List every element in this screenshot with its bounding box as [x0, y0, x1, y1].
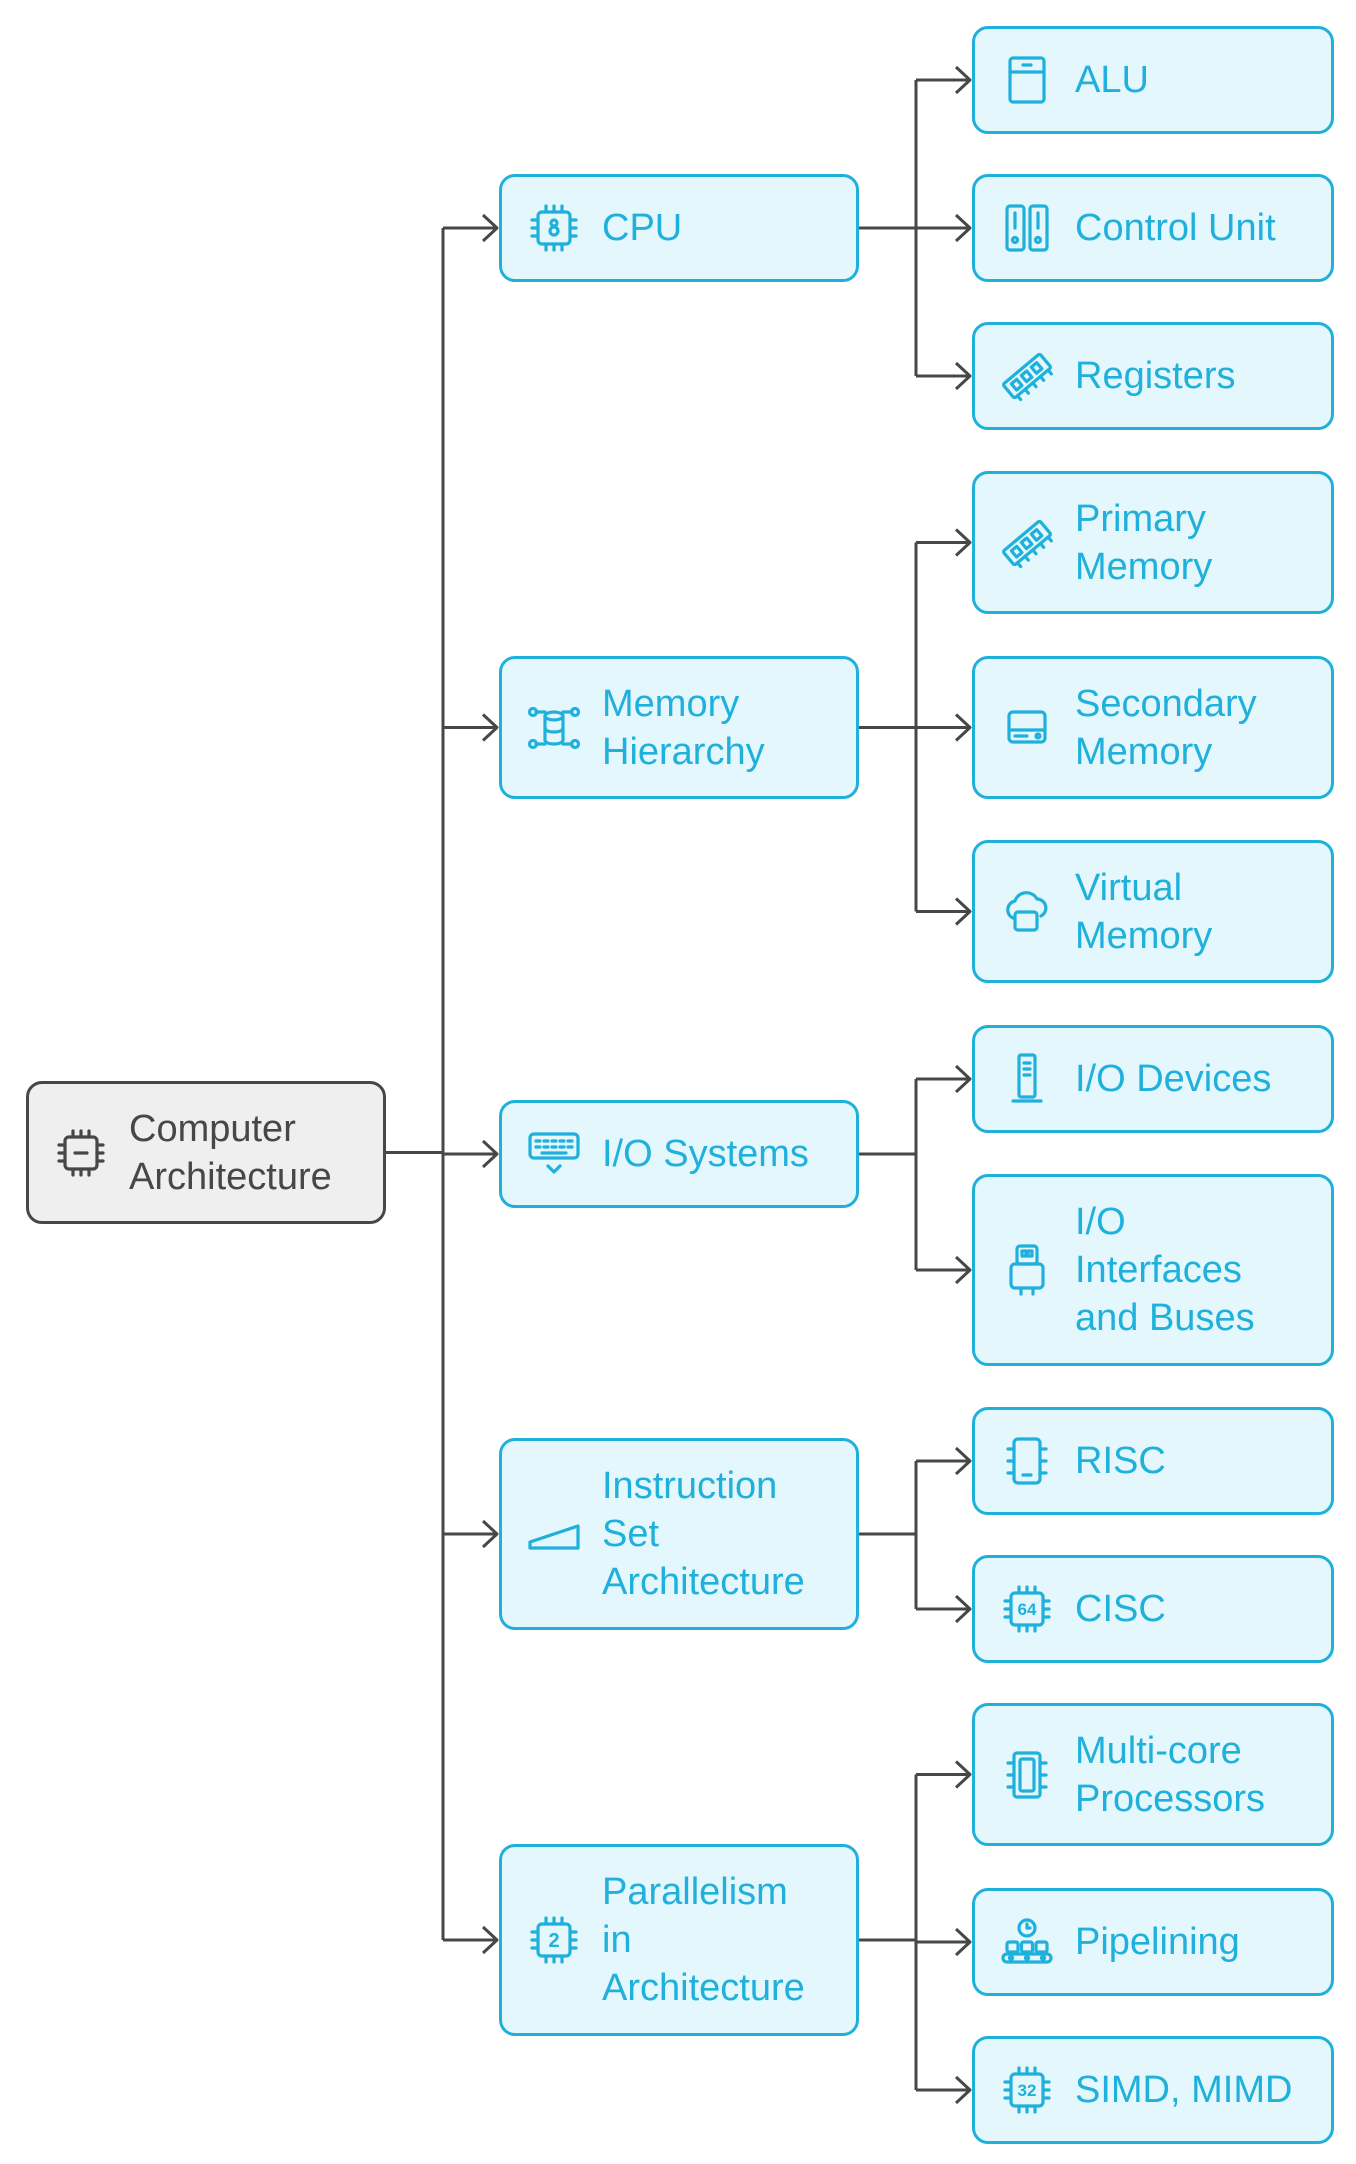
leaf-control-unit: Control Unit — [972, 174, 1334, 282]
usb-icon — [997, 1240, 1057, 1300]
leaf-i-o-devices: I/O Devices — [972, 1025, 1334, 1133]
leaf-primary-memory: Primary Memory — [972, 471, 1334, 614]
arrow-head — [481, 1925, 499, 1955]
root-node: Computer Architecture — [26, 1081, 386, 1224]
arrow-head — [954, 1064, 972, 1094]
chip-2-icon: 2 — [524, 1910, 584, 1970]
cabinet-icon — [997, 50, 1057, 110]
hard-drive-icon — [997, 698, 1057, 758]
category-instruction-set-architecture: Instruction Set Architecture — [499, 1438, 859, 1630]
leaf-alu-label: ALU — [1075, 59, 1149, 101]
svg-text:32: 32 — [1018, 2081, 1037, 2100]
arrow-head — [954, 2075, 972, 2105]
root-node-label: Computer Architecture — [129, 1107, 332, 1198]
arrow-head — [954, 1255, 972, 1285]
tower-icon — [997, 1049, 1057, 1109]
leaf-secondary-memory: Secondary Memory — [972, 656, 1334, 799]
leaf-virtual-memory-label: Virtual Memory — [1075, 866, 1213, 957]
leaf-control-unit-label: Control Unit — [1075, 207, 1276, 249]
leaf-registers-label: Registers — [1075, 355, 1236, 397]
chip-32-icon: 32 — [997, 2060, 1057, 2120]
arrow-head — [954, 1927, 972, 1957]
conveyor-icon — [997, 1912, 1057, 1972]
arrow-head — [954, 1594, 972, 1624]
chip-icon — [51, 1123, 111, 1183]
leaf-simd-mimd-label: SIMD, MIMD — [1075, 2069, 1293, 2111]
category-parallelism-in-architecture-label: Parallelism in Architecture — [602, 1871, 805, 2009]
arrow-head — [481, 1519, 499, 1549]
memory-stick-icon — [997, 346, 1057, 406]
category-cpu: CPU — [499, 174, 859, 282]
svg-text:2: 2 — [548, 1930, 559, 1952]
leaf-multi-core-processors-label: Multi-core Processors — [1075, 1729, 1266, 1820]
keyboard-icon — [524, 1124, 584, 1184]
leaf-secondary-memory-label: Secondary Memory — [1075, 682, 1257, 773]
arrow-head — [481, 1139, 499, 1169]
category-parallelism-in-architecture: 2 Parallelism in Architecture — [499, 1844, 859, 2036]
arrow-head — [954, 897, 972, 926]
leaf-primary-memory-label: Primary Memory — [1075, 497, 1213, 588]
leaf-simd-mimd: 32 SIMD, MIMD — [972, 2036, 1334, 2144]
leaf-cisc: 64 CISC — [972, 1555, 1334, 1663]
category-memory-hierarchy-label: Memory Hierarchy — [602, 682, 765, 773]
arrow-head — [954, 713, 972, 742]
leaf-pipelining: Pipelining — [972, 1888, 1334, 1996]
arrow-head — [481, 213, 499, 243]
category-i-o-systems-label: I/O Systems — [602, 1133, 809, 1175]
arrow-head — [954, 361, 972, 391]
arrow-head — [954, 65, 972, 95]
arrow-head — [481, 713, 499, 742]
leaf-risc: RISC — [972, 1407, 1334, 1515]
category-cpu-label: CPU — [602, 207, 683, 249]
leaf-multi-core-processors: Multi-core Processors — [972, 1703, 1334, 1846]
multicore-chip-icon — [997, 1745, 1057, 1805]
leaf-alu: ALU — [972, 26, 1334, 134]
arrow-head — [954, 1760, 972, 1789]
arrow-head — [954, 528, 972, 557]
category-i-o-systems: I/O Systems — [499, 1100, 859, 1208]
phone-chip-icon — [997, 1431, 1057, 1491]
leaf-registers: Registers — [972, 322, 1334, 430]
arrow-head — [954, 1446, 972, 1476]
memory-stick-icon — [997, 513, 1057, 573]
leaf-virtual-memory: Virtual Memory — [972, 840, 1334, 983]
database-network-icon — [524, 698, 584, 758]
leaf-risc-label: RISC — [1075, 1440, 1166, 1482]
chip-64-icon: 64 — [997, 1579, 1057, 1639]
svg-text:64: 64 — [1018, 1600, 1037, 1619]
category-instruction-set-architecture-label: Instruction Set Architecture — [602, 1465, 805, 1603]
ramp-icon — [524, 1504, 584, 1564]
leaf-i-o-devices-label: I/O Devices — [1075, 1058, 1272, 1100]
category-memory-hierarchy: Memory Hierarchy — [499, 656, 859, 799]
arrow-head — [954, 213, 972, 243]
leaf-i-o-interfaces-and-buses: I/O Interfaces and Buses — [972, 1174, 1334, 1366]
cpu-chip-icon — [524, 198, 584, 258]
leaf-cisc-label: CISC — [1075, 1588, 1166, 1630]
leaf-i-o-interfaces-and-buses-label: I/O Interfaces and Buses — [1075, 1201, 1255, 1339]
leaf-pipelining-label: Pipelining — [1075, 1921, 1240, 1963]
control-panel-icon — [997, 198, 1057, 258]
cloud-icon — [997, 882, 1057, 942]
